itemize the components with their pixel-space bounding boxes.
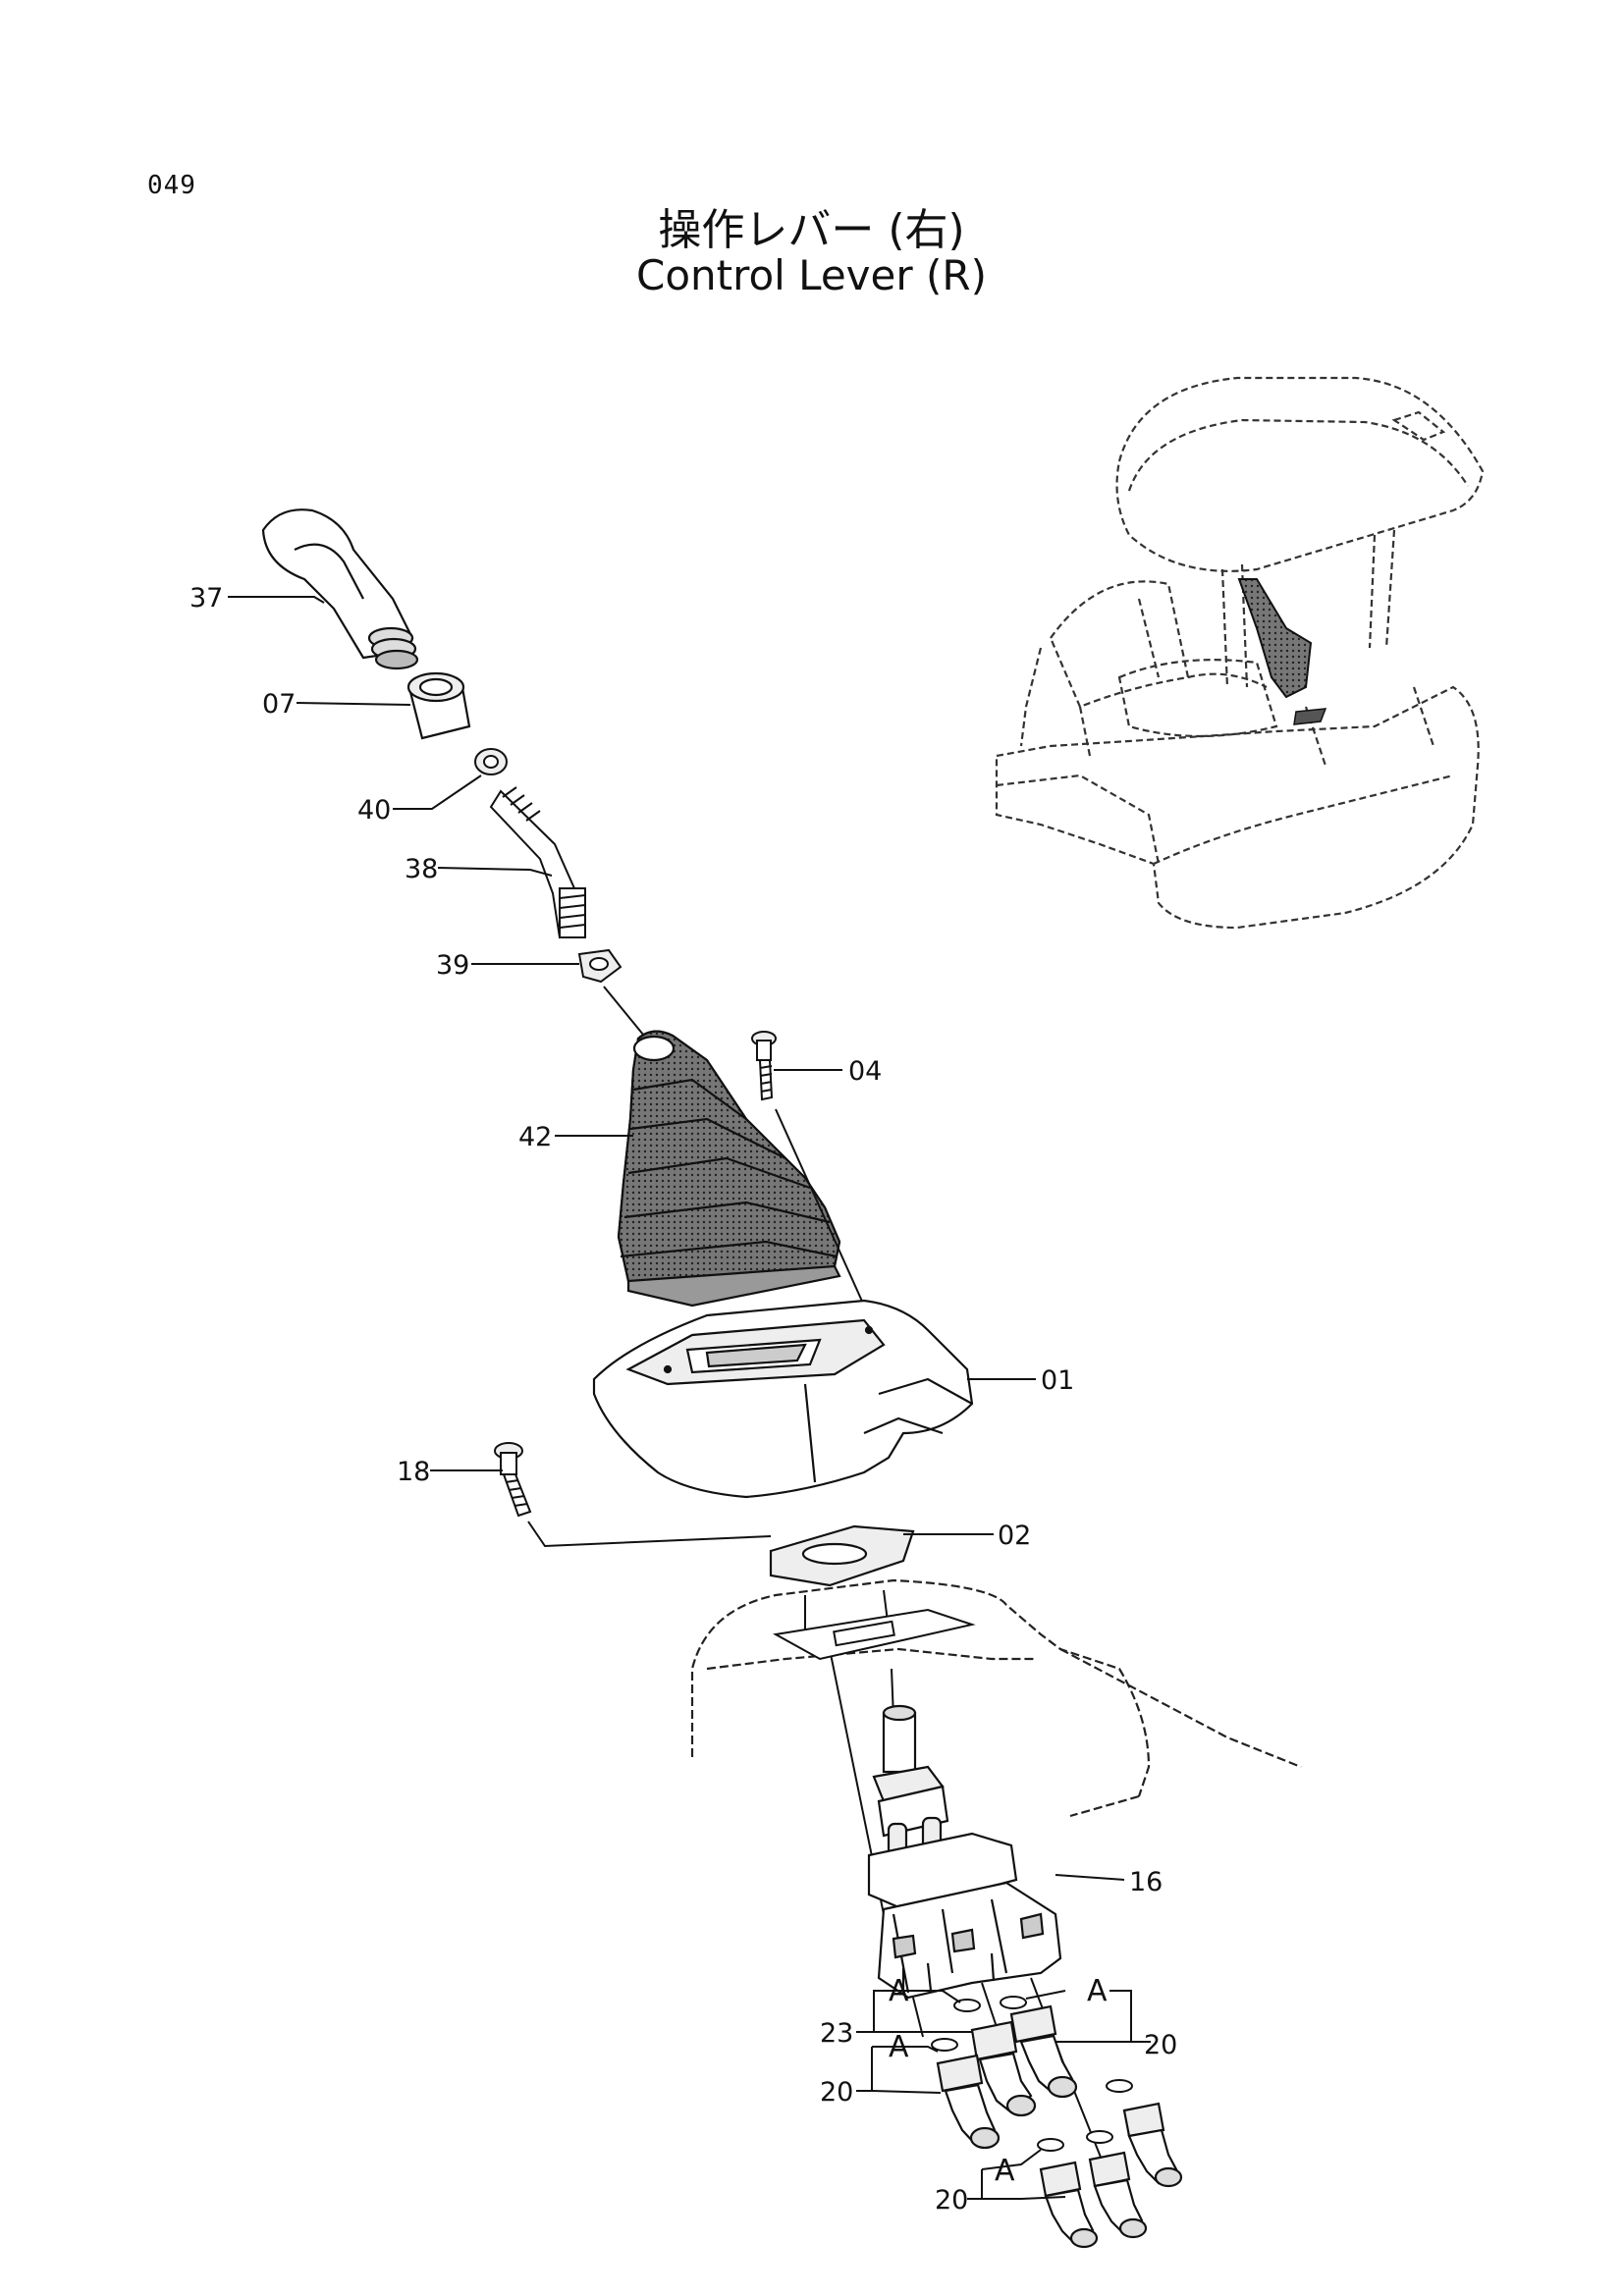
part-04-bolt: [751, 1031, 777, 1101]
part-42-boot: [617, 1030, 841, 1308]
o-rings: [931, 1996, 1133, 2152]
callout-20: 20: [820, 2077, 853, 2108]
mounting-pad: [772, 1608, 976, 1661]
callout-38: 38: [405, 854, 438, 884]
title-english: Control Lever (R): [636, 251, 987, 299]
callout-02: 02: [998, 1521, 1031, 1551]
title-japanese: 操作レバー (右): [658, 205, 965, 255]
section-mark-a: A: [1087, 1974, 1108, 2008]
part-02-plate: [769, 1524, 915, 1587]
part-37-grip: [261, 508, 419, 670]
part-18-bolt: [494, 1442, 532, 1518]
callout-20: 20: [1144, 2030, 1177, 2060]
callout-42: 42: [518, 1122, 552, 1152]
leader-lines: [228, 596, 1151, 2200]
callout-labels: 37 07 40 38 39 04 42 01 18 02 16 23 20 2…: [189, 583, 1177, 2216]
section-marks: A A A A: [889, 1974, 1108, 2188]
callout-23: 23: [820, 2018, 853, 2049]
callout-07: 07: [262, 689, 296, 720]
section-mark-a: A: [995, 2154, 1015, 2188]
page-number: 049: [147, 171, 196, 200]
callout-01: 01: [1041, 1365, 1074, 1396]
console-frame-outline: [690, 1578, 1302, 1818]
section-mark-a: A: [889, 2030, 909, 2064]
part-39-nut: [577, 948, 622, 984]
callout-37: 37: [189, 583, 223, 614]
callout-16: 16: [1129, 1867, 1163, 1897]
fittings: [936, 2004, 1183, 2249]
part-07-bushing: [406, 671, 471, 740]
part-01-console-cover: [592, 1299, 974, 1499]
part-16-pilot-valve: [867, 1704, 1062, 2000]
part-38-lever-rod: [489, 786, 586, 939]
callout-40: 40: [357, 795, 391, 826]
cab-overview-inset: [995, 376, 1485, 930]
part-40-nut: [474, 748, 508, 775]
callout-18: 18: [397, 1457, 430, 1487]
callout-20: 20: [935, 2185, 968, 2216]
callout-39: 39: [436, 950, 469, 981]
callout-04: 04: [848, 1056, 882, 1087]
section-mark-a: A: [889, 1974, 909, 2008]
highlight-lever-location: [1237, 578, 1313, 699]
